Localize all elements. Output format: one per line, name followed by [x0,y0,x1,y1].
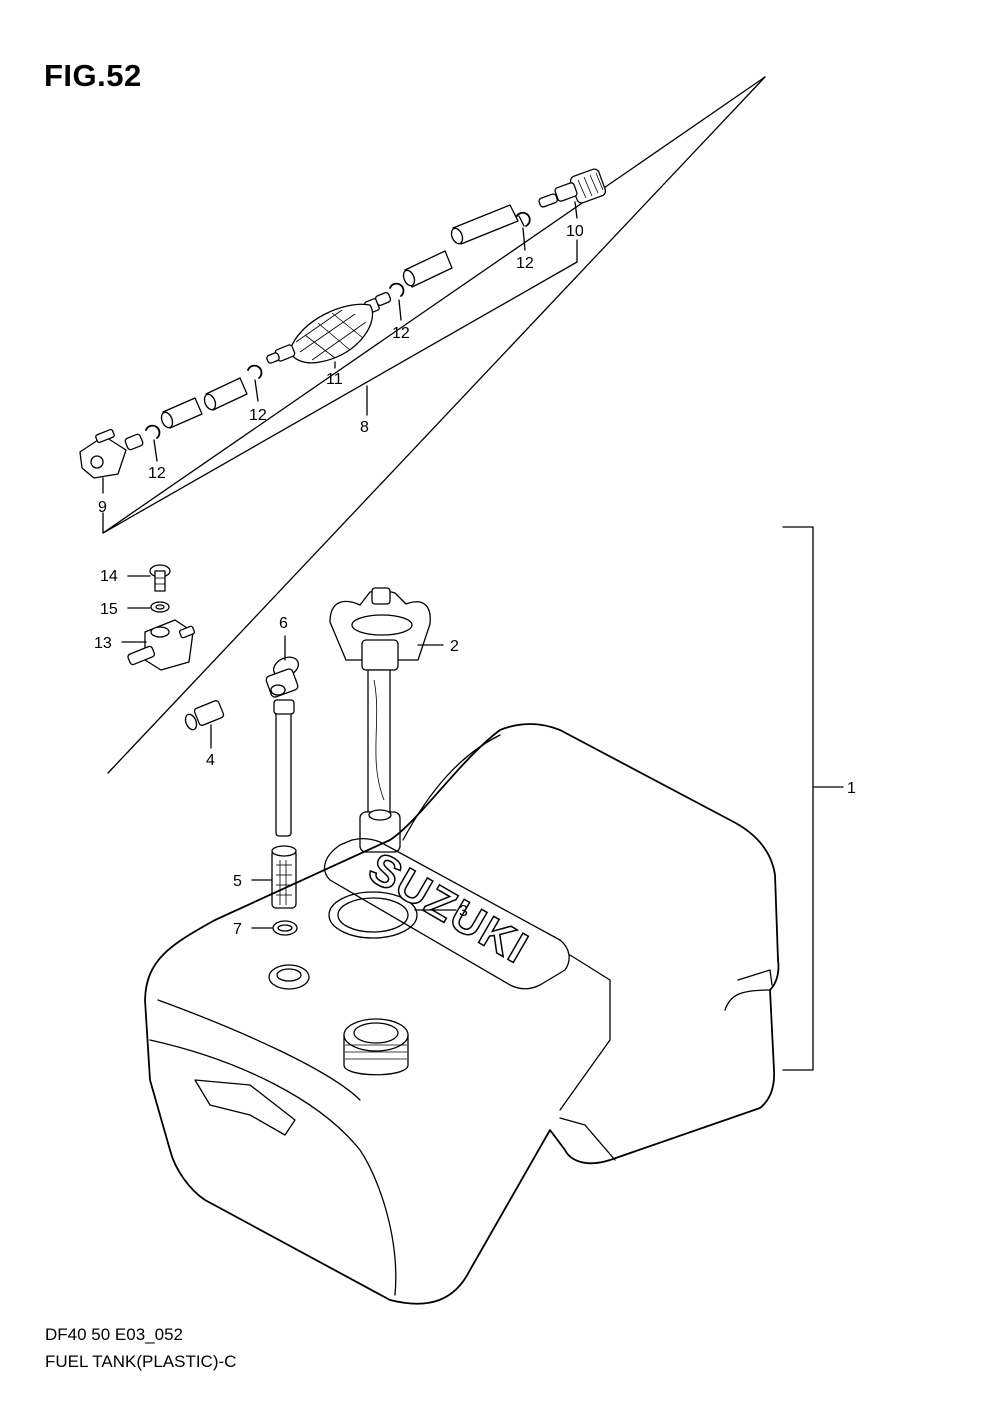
hose-connector-tank-side [79,428,144,479]
tank-union-joint [127,619,196,671]
callout-14: 14 [100,568,118,585]
gauge-gasket [328,891,418,939]
hose-clip [515,211,531,227]
callout-2: 2 [450,638,459,655]
fuel-suction-pipe [265,656,300,837]
hose-segment-upper [450,204,519,245]
callout-7: 7 [233,921,242,938]
callout-3: 3 [459,903,468,920]
callout-6: 6 [279,615,288,632]
callout-labels: 1 2 3 4 5 6 7 8 9 10 11 12 12 12 12 13 1… [94,223,856,938]
filler-cap [343,1018,409,1076]
tank-bracket [782,526,844,1071]
callout-12-d: 12 [148,465,166,482]
diagram-code: DF40 50 E03_052 [45,1325,183,1344]
figure-title: FIG.52 [44,58,142,93]
hose-segment-bottom [160,397,203,429]
hose-segment-lower [203,377,248,411]
callout-10: 10 [566,223,584,240]
bolt [149,564,171,592]
fuel-hose-assembly [79,168,607,479]
hose-segment-middle [402,250,453,288]
callout-leaders [102,201,578,929]
callout-12-b: 12 [392,325,410,342]
callout-9: 9 [98,499,107,516]
callout-12-a: 12 [516,255,534,272]
callout-15: 15 [100,601,118,618]
callout-8: 8 [360,419,369,436]
hose-clip [145,424,161,439]
hose-connector-engine-side [538,168,607,208]
hose-clip [247,364,263,379]
fuel-filter [271,845,297,909]
callout-5: 5 [233,873,242,890]
washer [150,601,170,613]
kit-group-outline [102,76,766,774]
fuel-tank: SUZUKI [144,723,780,1305]
fitting-nipple [184,700,225,731]
callout-11: 11 [326,371,343,388]
callout-4: 4 [206,752,215,769]
o-ring-small [272,920,298,936]
callout-13: 13 [94,635,112,652]
callout-1: 1 [847,780,856,797]
hose-clip [389,282,405,297]
primer-bulb [266,291,392,364]
fuel-gauge [329,587,431,853]
diagram-caption: FUEL TANK(PLASTIC)-C [45,1352,237,1371]
callout-12-c: 12 [249,407,267,424]
